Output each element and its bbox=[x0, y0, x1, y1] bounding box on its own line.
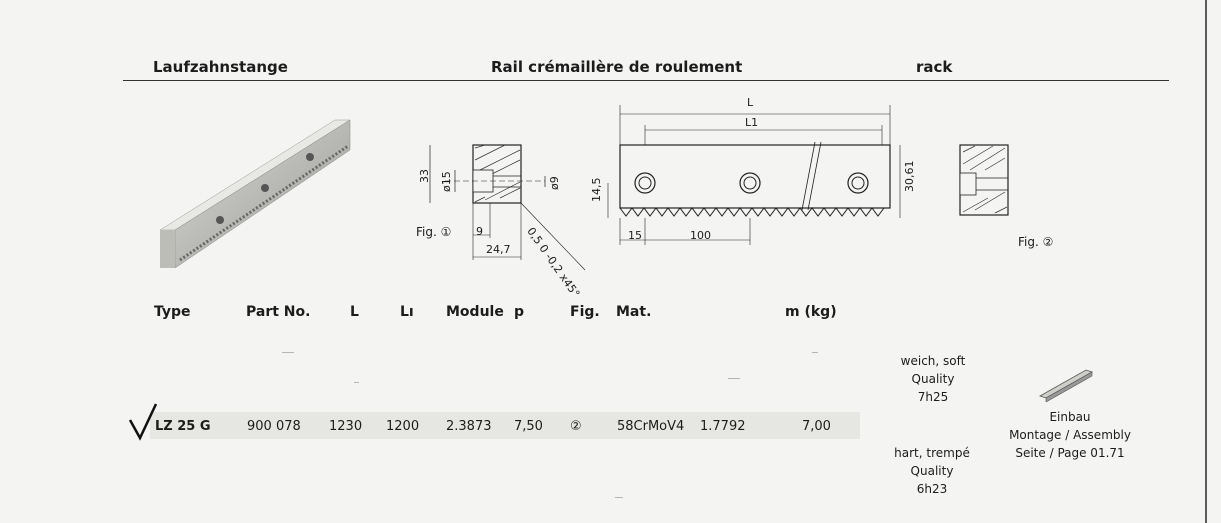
checkmark-icon bbox=[128, 403, 158, 441]
rack-dim-L: L bbox=[747, 96, 754, 109]
rack-assembly-icon bbox=[1039, 369, 1093, 402]
fig2-drawing bbox=[959, 144, 1009, 216]
col-part-no: Part No. bbox=[246, 304, 311, 320]
cell-p: 7,50 bbox=[514, 419, 543, 434]
col-type: Type bbox=[154, 304, 191, 320]
cell-L1: 1200 bbox=[386, 419, 420, 434]
fig1-dim-9: 9 bbox=[476, 225, 483, 238]
col-mat: Mat. bbox=[616, 304, 652, 320]
cell-module: 2.3873 bbox=[446, 419, 492, 434]
col-p: p bbox=[514, 304, 525, 320]
header-rule-left bbox=[123, 80, 1003, 81]
quality-soft-line1: weich, soft bbox=[900, 354, 966, 368]
fig1-dim-dia15: ø15 bbox=[440, 171, 453, 192]
col-L1: Lı bbox=[400, 304, 414, 320]
col-mass: m (kg) bbox=[785, 304, 837, 320]
quality-soft: weich, soft Quality 7h25 bbox=[890, 352, 976, 406]
title-de: Laufzahnstange bbox=[153, 58, 288, 76]
scan-mark bbox=[812, 352, 818, 353]
quality-soft-line2: Quality bbox=[911, 372, 955, 386]
cell-mass: 7,00 bbox=[802, 419, 831, 434]
rack-dim-15: 15 bbox=[628, 229, 642, 242]
fig2-label: Fig. ② bbox=[1018, 235, 1054, 249]
fig1-dim-dia9: ø9 bbox=[548, 176, 561, 190]
cell-mat: 58CrMoV4 bbox=[617, 419, 685, 434]
rack-drawing bbox=[607, 105, 901, 245]
cell-type: LZ 25 G bbox=[155, 419, 211, 434]
title-en: rack bbox=[916, 58, 953, 76]
rack-dim-L1: L1 bbox=[745, 116, 759, 129]
quality-hard-line2: Quality bbox=[910, 464, 954, 478]
quality-soft-line3: 7h25 bbox=[917, 390, 949, 404]
assembly-line1: Einbau bbox=[1049, 410, 1091, 424]
rack-dim-3061: 30,61 bbox=[903, 160, 916, 193]
table-row-band bbox=[150, 412, 860, 439]
scan-mark bbox=[728, 378, 740, 379]
cell-mat-no: 1.7792 bbox=[700, 419, 746, 434]
quality-hard: hart, trempé Quality 6h23 bbox=[886, 444, 978, 498]
assembly-line2: Montage / Assembly bbox=[1009, 428, 1131, 442]
cell-fig: ② bbox=[570, 419, 582, 434]
title-fr: Rail crémaillère de roulement bbox=[491, 58, 743, 76]
fig1-dim-247: 24,7 bbox=[486, 243, 511, 256]
fig1-label: Fig. ① bbox=[416, 225, 452, 239]
scan-mark bbox=[615, 497, 623, 498]
rack-dim-145: 14,5 bbox=[590, 177, 603, 203]
col-module: Module bbox=[446, 304, 504, 320]
cell-L: 1230 bbox=[329, 419, 363, 434]
rack-dim-100: 100 bbox=[690, 229, 711, 242]
scan-mark bbox=[282, 352, 294, 353]
quality-hard-line3: 6h23 bbox=[916, 482, 948, 496]
page-edge bbox=[1205, 0, 1207, 523]
header-rule-right bbox=[1002, 80, 1169, 81]
fig1-dim-33: 33 bbox=[418, 169, 431, 183]
assembly-note: Einbau Montage / Assembly Seite / Page 0… bbox=[1000, 408, 1140, 462]
col-L: L bbox=[350, 304, 359, 320]
col-fig: Fig. bbox=[570, 304, 600, 320]
cell-part-no: 900 078 bbox=[247, 419, 301, 434]
scan-mark bbox=[354, 382, 359, 383]
rack-photo bbox=[159, 119, 351, 269]
assembly-line3: Seite / Page 01.71 bbox=[1015, 446, 1125, 460]
quality-hard-line1: hart, trempé bbox=[894, 446, 970, 460]
fig1-drawing bbox=[429, 144, 586, 271]
